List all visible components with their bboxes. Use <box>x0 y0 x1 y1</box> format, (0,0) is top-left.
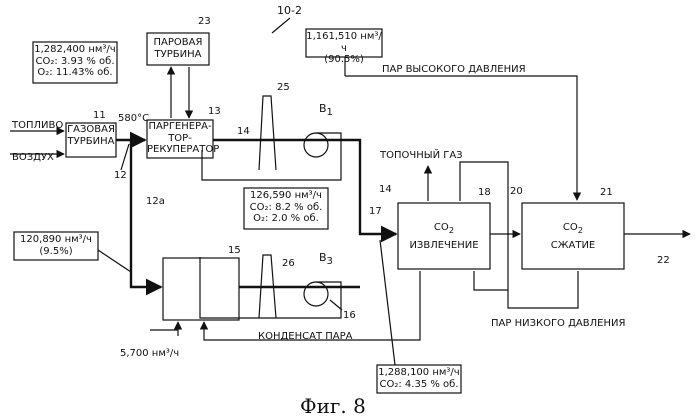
figure-caption: Фиг. 8 <box>300 395 366 418</box>
main-stack <box>259 96 276 170</box>
leader-12 <box>121 144 129 170</box>
ref-20: 20 <box>510 186 523 198</box>
ref-14a: 14 <box>237 126 250 138</box>
steam-turbine-ref: 23 <box>198 16 211 28</box>
recycle-boiler-annotation: 126,590 нм³/чCO₂: 8.2 % об.O₂: 2.0 % об. <box>244 190 328 225</box>
leader-10-2 <box>272 18 290 33</box>
condensate-label: КОНДЕНСАТ ПАРА <box>258 331 352 343</box>
ref-16: 16 <box>343 310 356 322</box>
hrsg-label: ПАРГЕНЕРА-ТОР-РЕКУПЕРАТОР <box>147 121 213 156</box>
split-boiler-annotation: 120,890 нм³/ч(9.5%) <box>14 234 98 257</box>
hp-steam-label: ПАР ВЫСОКОГО ДАВЛЕНИЯ <box>382 64 526 76</box>
blower-1-circle <box>304 133 328 157</box>
co2-recovery-ref: 18 <box>478 187 491 199</box>
leader-split-annotation <box>98 250 131 272</box>
lp-steam-label: ПАР НИЗКОГО ДАВЛЕНИЯ <box>491 318 625 330</box>
boiler-stack-ref: 26 <box>282 258 295 270</box>
leader-co2-feed <box>380 240 395 365</box>
ref-14b: 14 <box>379 184 392 196</box>
temperature-label: 580°C <box>118 113 149 125</box>
split-line-12a <box>131 140 161 287</box>
flue-gas-label: ТОПОЧНЫЙ ГАЗ <box>380 150 463 162</box>
co2-recovery-label: CO2 ИЗВЛЕЧЕНИЕ <box>398 222 490 251</box>
boiler-ref: 15 <box>228 245 241 257</box>
gt-exhaust-annotation: 1,282,400 нм³/чCO₂: 3.93 % об.O₂: 11.43%… <box>33 44 117 79</box>
blower-3-circle <box>304 282 328 306</box>
hp-steam-line <box>345 76 577 200</box>
main-stack-ref: 25 <box>277 82 290 94</box>
blower-1-label: B1 <box>319 103 333 119</box>
co2-compression-ref: 21 <box>600 187 613 199</box>
figure-id: 10-2 <box>277 5 302 18</box>
lp-steam-return <box>474 271 508 290</box>
co2-feed-annotation: 1,288,100 нм³/чCO₂: 4.35 % об. <box>377 367 461 390</box>
boiler-box <box>163 258 239 320</box>
fuel-label: ТОПЛИВО <box>12 120 63 132</box>
gas-turbine-label: ГАЗОВАЯТУРБИНА <box>66 124 116 147</box>
ref-22: 22 <box>657 255 670 267</box>
gas-turbine-ref: 11 <box>93 110 106 122</box>
ref-12: 12 <box>114 170 127 182</box>
fuel-boiler-annotation: 5,700 нм³/ч <box>120 348 179 360</box>
co2-compression-label: CO2 СЖАТИЕ <box>522 222 624 251</box>
recycle-loop-main <box>202 145 341 180</box>
recycle-main-annotation: 1,161,510 нм³/ч(90.5%) <box>306 31 382 66</box>
blower-3-label: B3 <box>319 252 333 268</box>
air-label: ВОЗДУХ <box>12 152 54 164</box>
leader-16 <box>330 300 342 310</box>
ref-17: 17 <box>369 206 382 218</box>
ref-12a: 12a <box>146 196 165 208</box>
hrsg-ref: 13 <box>208 106 221 118</box>
steam-turbine-label: ПАРОВАЯТУРБИНА <box>147 37 209 60</box>
